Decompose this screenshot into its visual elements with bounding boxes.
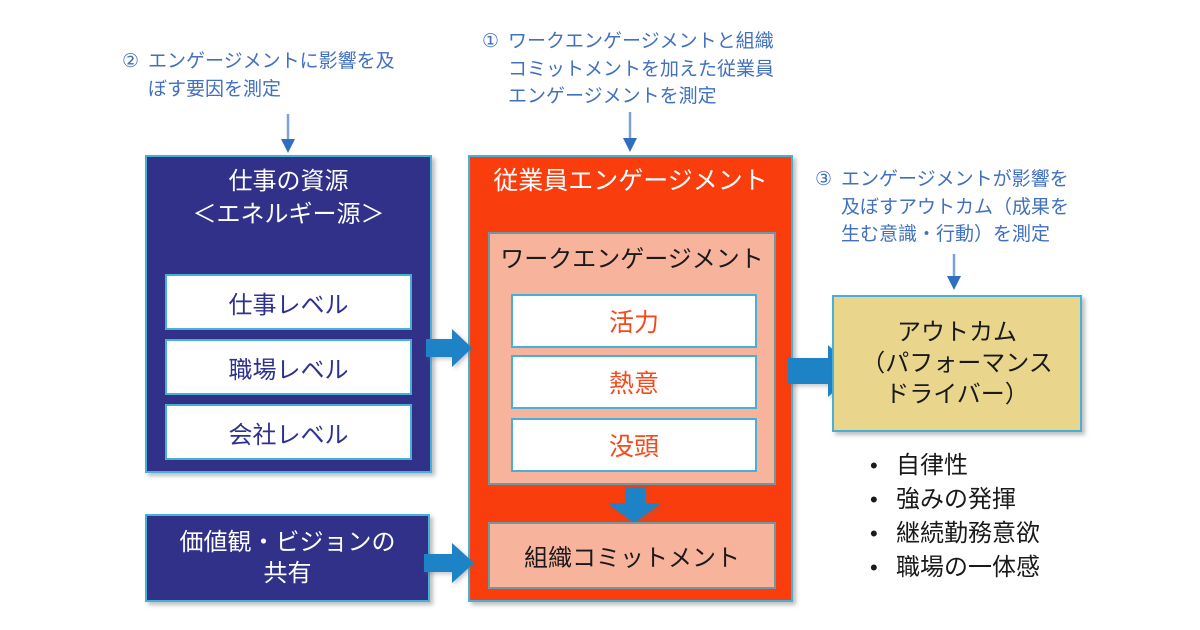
job-resources-box: 仕事の資源 ＜エネルギー源＞ 仕事レベル 職場レベル 会社レベル — [145, 155, 432, 473]
outcome-item-autonomy: 自律性 — [868, 449, 1040, 483]
org-commitment-box: 組織コミットメント — [488, 522, 776, 589]
outcome-item-strengths: 強みの発揮 — [868, 483, 1040, 517]
absorption-item: 没頭 — [511, 418, 757, 472]
note-1-down-arrow-icon — [623, 112, 637, 152]
outcome-list: 自律性 強みの発揮 継続勤務意欲 職場の一体感 — [868, 449, 1040, 585]
employee-engagement-box: 従業員エンゲージメント ワークエンゲージメント 活力 熱意 没頭 組織コミットメ… — [468, 155, 793, 602]
note-2-down-arrow-icon — [281, 114, 295, 153]
note-3: ③ エンゲージメントが影響を 及ぼすアウトカム（成果を 生む意識・行動）を測定 — [815, 166, 1155, 249]
job-resources-title: 仕事の資源 ＜エネルギー源＞ — [192, 168, 385, 228]
dedication-item: 熱意 — [511, 355, 757, 409]
arrow-values-to-commitment — [424, 543, 474, 583]
work-engagement-box: ワークエンゲージメント 活力 熱意 没頭 — [488, 232, 776, 485]
outcome-box: アウトカム （パフォーマンス ドライバー） — [832, 295, 1082, 432]
note-2-number: ② — [122, 51, 140, 72]
note-3-down-arrow-icon — [947, 254, 961, 290]
arrow-job-to-engagement — [426, 329, 472, 367]
values-vision-box: 価値観・ビジョンの 共有 — [145, 514, 430, 602]
outcome-item-retention: 継続勤務意欲 — [868, 517, 1040, 551]
note-3-text: エンゲージメントが影響を 及ぼすアウトカム（成果を 生む意識・行動）を測定 — [841, 169, 1070, 246]
note-1: ① ワークエンゲージメントと組織 コミットメントを加えた従業員 エンゲージメント… — [482, 28, 822, 111]
note-1-number: ① — [482, 31, 500, 52]
vigor-item: 活力 — [511, 294, 757, 348]
outcome-item-unity: 職場の一体感 — [868, 551, 1040, 585]
note-2-text: エンゲージメントに影響を及 ぼす要因を測定 — [148, 51, 395, 100]
employee-engagement-title: 従業員エンゲージメント — [493, 167, 768, 195]
workplace-level-item: 職場レベル — [165, 339, 412, 395]
arrow-work-to-commitment — [607, 487, 662, 526]
note-2: ② エンゲージメントに影響を及 ぼす要因を測定 — [122, 48, 482, 103]
note-3-number: ③ — [815, 169, 833, 190]
note-1-text: ワークエンゲージメントと組織 コミットメントを加えた従業員 エンゲージメントを測… — [508, 31, 775, 108]
company-level-item: 会社レベル — [165, 404, 412, 460]
work-engagement-title: ワークエンゲージメント — [500, 246, 764, 273]
job-level-item: 仕事レベル — [165, 274, 412, 330]
